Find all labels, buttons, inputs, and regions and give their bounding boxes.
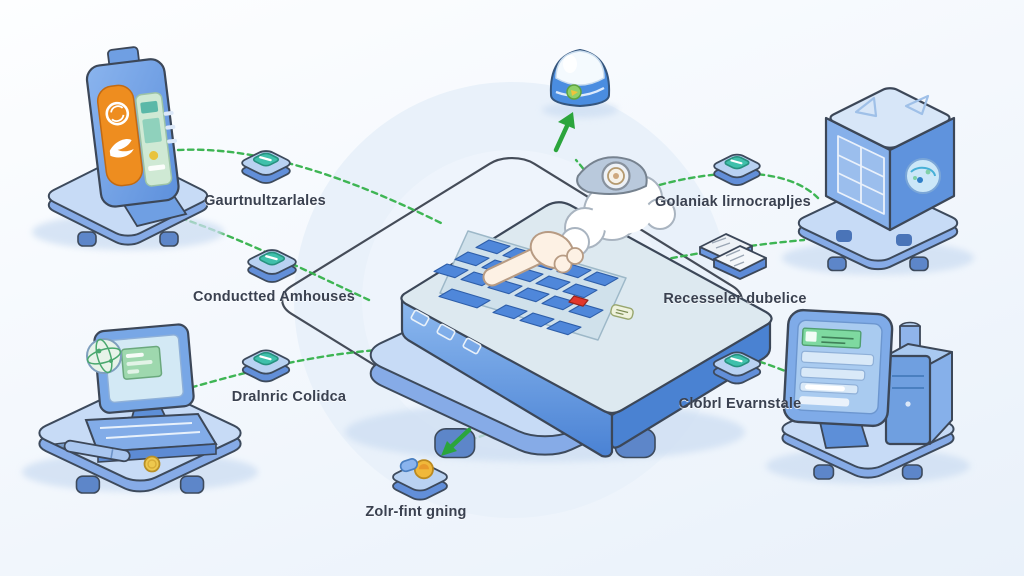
desktop-computer-illustration	[52, 323, 218, 473]
node-label-right-bottom: Clobrl Evarnstale	[678, 396, 802, 412]
bird-icon	[109, 138, 134, 158]
node-label-right-top: Golaniak lirnocrapljes	[655, 194, 811, 210]
stylus-pen	[52, 439, 131, 463]
tower-front	[884, 354, 932, 446]
chip-right-top	[709, 151, 765, 188]
monitor-tower-illustration	[782, 308, 953, 449]
server-cube-illustration	[824, 86, 956, 246]
alert-beacon-illustration	[549, 48, 611, 108]
node-label-left-top: Gaurtnultzarlales	[204, 193, 326, 209]
server-panel-grid	[837, 135, 885, 215]
globe-icon	[905, 158, 941, 194]
front-ports	[410, 309, 482, 355]
triangle-marks	[854, 94, 930, 118]
pill-icon	[399, 458, 419, 473]
coin-icon	[143, 455, 161, 473]
keyboard-rows	[99, 422, 201, 439]
document-cards	[699, 233, 767, 280]
status-led	[568, 295, 589, 307]
node-label-right-middle: Recesseler dubelice	[663, 291, 807, 307]
node-label-left-middle: Conductted Amhouses	[193, 289, 355, 305]
node-label-left-bottom: Dralnric Colidca	[231, 389, 347, 405]
globe-icon	[86, 338, 122, 374]
smartphone-kiosk-illustration	[85, 46, 188, 228]
chip-left-bottom	[238, 347, 294, 385]
chip-left-middle	[243, 247, 301, 285]
node-label-bottom: Zolr-fint gning	[365, 504, 467, 520]
keyboard-badge	[610, 304, 634, 320]
flow-arrows	[441, 112, 575, 456]
chip-bottom	[387, 458, 453, 503]
hand-pressing-keys-illustration	[482, 156, 676, 287]
keyboard-with-hand-illustration	[400, 156, 773, 458]
